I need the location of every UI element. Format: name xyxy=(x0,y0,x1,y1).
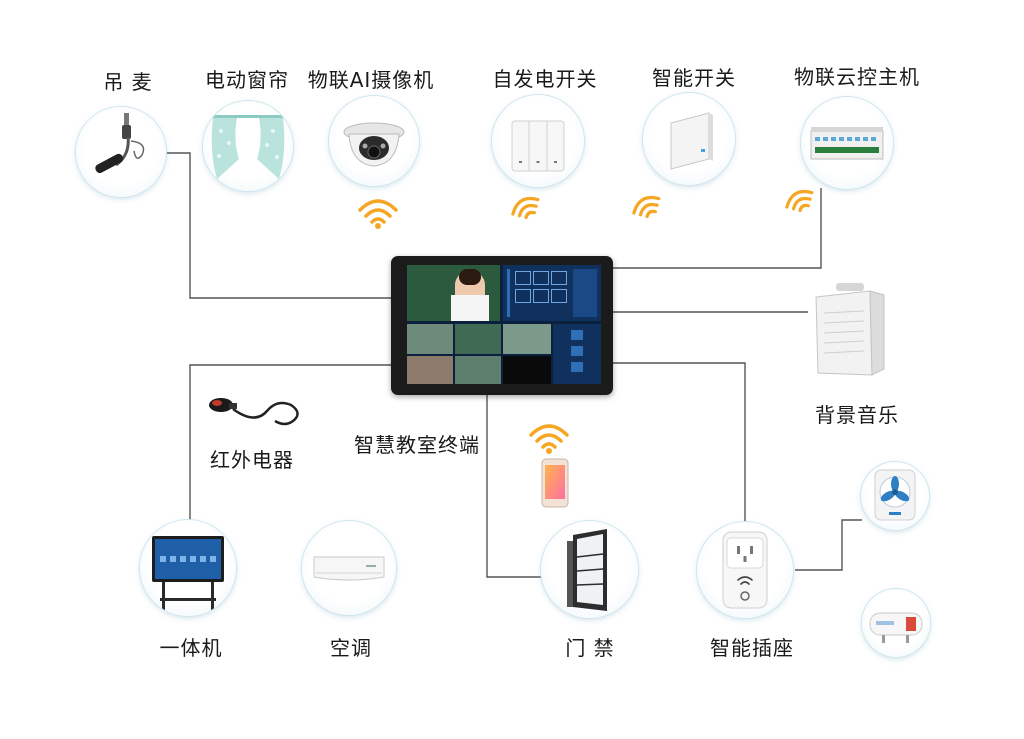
wire-door xyxy=(486,395,543,578)
wifi-icon-camera xyxy=(358,199,398,229)
control-panel xyxy=(503,265,601,321)
door-icon xyxy=(567,529,607,611)
wire-all-in-one xyxy=(189,364,391,520)
cloud-host-device[interactable] xyxy=(801,97,893,189)
control-host-icon xyxy=(810,127,884,160)
terminal-screen xyxy=(407,265,601,384)
wire-mic xyxy=(163,152,391,299)
video-thumb-2 xyxy=(455,324,501,354)
label-ir: 红外电器 xyxy=(210,448,294,472)
air-conditioner-icon xyxy=(313,556,385,581)
label-self-power-switch: 自发电开关 xyxy=(492,67,598,91)
wifi-icon-smart-switch xyxy=(632,195,661,219)
all-in-one-device[interactable] xyxy=(140,520,236,616)
curtain-device[interactable] xyxy=(203,101,293,191)
smart-switch-icon xyxy=(670,112,713,170)
wifi-icon-cloud-host xyxy=(785,189,814,213)
label-music: 背景音乐 xyxy=(815,403,899,427)
label-camera: 物联AI摄像机 xyxy=(307,68,435,92)
wifi-icon-phone xyxy=(529,424,569,454)
ir-emitter-icon[interactable] xyxy=(205,395,305,435)
ac-device[interactable] xyxy=(302,521,396,615)
hanging-mic-icon xyxy=(95,113,145,174)
video-thumb-1 xyxy=(407,324,453,354)
water-heater-device[interactable] xyxy=(862,589,930,657)
curtain-icon xyxy=(211,115,285,179)
label-curtain: 电动窗帘 xyxy=(205,68,289,92)
video-thumb-4 xyxy=(407,356,453,384)
label-all-in-one: 一体机 xyxy=(159,636,223,660)
label-cloud-host: 物联云控主机 xyxy=(794,65,920,89)
label-door: 门 禁 xyxy=(565,636,615,660)
self-power-switch-device[interactable] xyxy=(492,95,584,187)
wire-socket xyxy=(613,362,746,522)
phone-icon[interactable] xyxy=(541,458,569,508)
smart-switch-device[interactable] xyxy=(643,93,735,185)
mic-device[interactable] xyxy=(76,107,166,197)
triple-switch-icon xyxy=(511,120,565,172)
label-mic: 吊 麦 xyxy=(103,70,153,94)
video-thumb-3 xyxy=(503,324,551,354)
label-ac: 空调 xyxy=(330,636,372,660)
dome-camera-icon xyxy=(343,122,405,167)
fan-device[interactable] xyxy=(861,462,929,530)
wire-cloud-host xyxy=(613,188,822,269)
label-smart-switch: 智能开关 xyxy=(652,66,736,90)
wifi-icon-self-power-switch xyxy=(511,196,540,220)
fan-icon xyxy=(874,469,916,521)
interactive-display-icon xyxy=(152,536,224,612)
speaker-icon[interactable] xyxy=(808,283,888,383)
water-heater-icon xyxy=(869,612,923,643)
door-device[interactable] xyxy=(541,521,638,618)
camera-device[interactable] xyxy=(329,96,419,186)
main-video-pane xyxy=(407,265,500,321)
video-thumb-6 xyxy=(503,356,551,384)
smart-classroom-terminal[interactable] xyxy=(391,256,613,395)
label-terminal: 智慧教室终端 xyxy=(354,433,480,457)
smart-socket-device[interactable] xyxy=(697,522,793,618)
video-thumb-5 xyxy=(455,356,501,384)
side-controls xyxy=(553,324,601,384)
wire-socket-branch xyxy=(795,519,862,571)
smart-socket-icon xyxy=(722,531,768,609)
label-smart-socket: 智能插座 xyxy=(710,636,794,660)
